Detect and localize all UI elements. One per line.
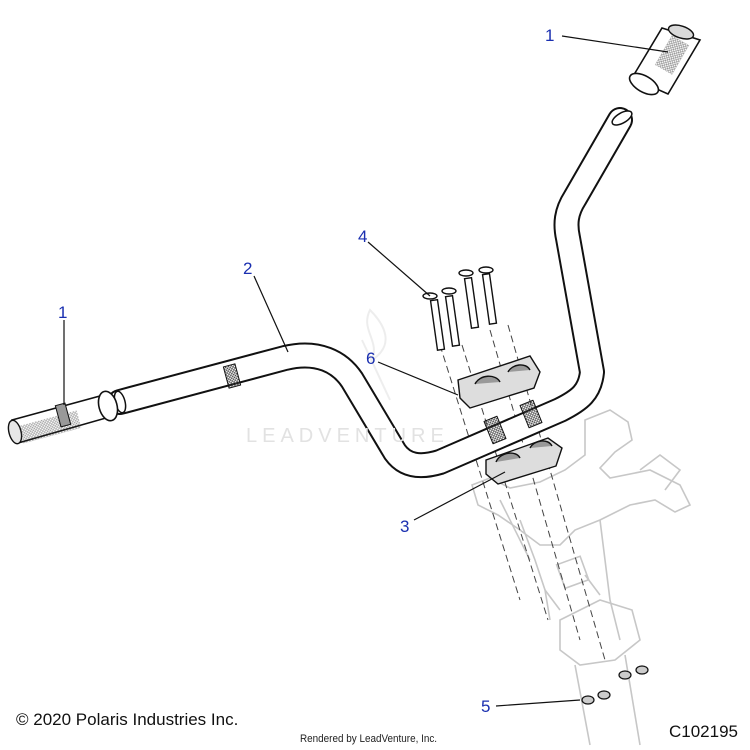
watermark-text: LEADVENTURE	[246, 425, 449, 447]
callout-6-clamp-upper[interactable]: 6	[366, 349, 376, 368]
callout-5-nuts[interactable]: 5	[481, 697, 491, 716]
handlebar	[107, 107, 633, 479]
grip-right	[628, 24, 702, 96]
grip-left	[7, 390, 119, 445]
callout-4-bolts[interactable]: 4	[358, 227, 368, 246]
watermark-logo-icon	[361, 308, 391, 401]
clamp-upper	[457, 355, 541, 409]
callout-3-clamp-lower[interactable]: 3	[400, 517, 410, 536]
steering-post	[471, 409, 692, 746]
diagram-code: C102195	[668, 722, 738, 741]
leader-lines	[63, 35, 669, 707]
callout-2-handlebar[interactable]: 2	[243, 259, 253, 278]
callout-1-grip-left[interactable]: 1	[58, 303, 68, 322]
bolts	[422, 266, 498, 351]
copyright-text: © 2020 Polaris Industries Inc.	[16, 710, 239, 729]
callout-1-grip-right[interactable]: 1	[545, 26, 555, 45]
rendered-by-text: Rendered by LeadVenture, Inc.	[300, 733, 438, 745]
nuts	[581, 665, 649, 705]
